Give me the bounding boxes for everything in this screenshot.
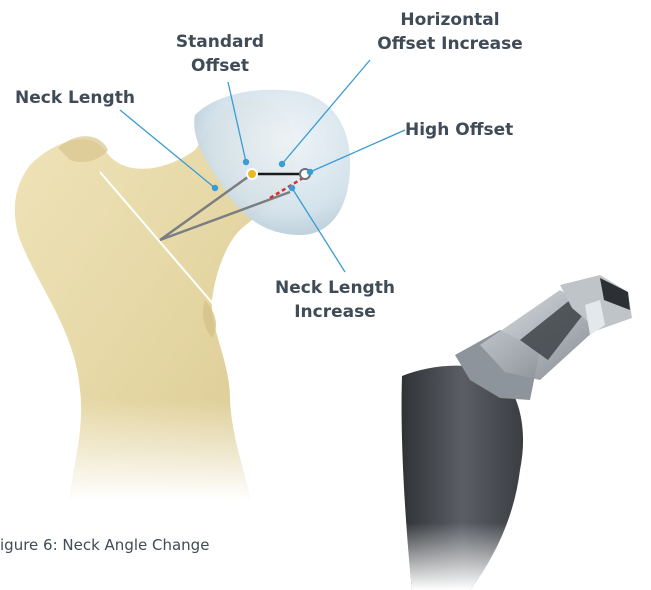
high-offset-label: High Offset (405, 118, 525, 142)
figure-caption: igure 6: Neck Angle Change (0, 536, 209, 554)
hip-implant (402, 275, 632, 590)
standard-offset-point (247, 169, 257, 179)
standard-offset-label: Standard Offset (170, 30, 270, 78)
neck-length-label: Neck Length (15, 86, 155, 110)
horizontal-offset-increase-label: Horizontal Offset Increase (370, 8, 530, 56)
neck-length-increase-label: Neck Length Increase (255, 276, 415, 324)
